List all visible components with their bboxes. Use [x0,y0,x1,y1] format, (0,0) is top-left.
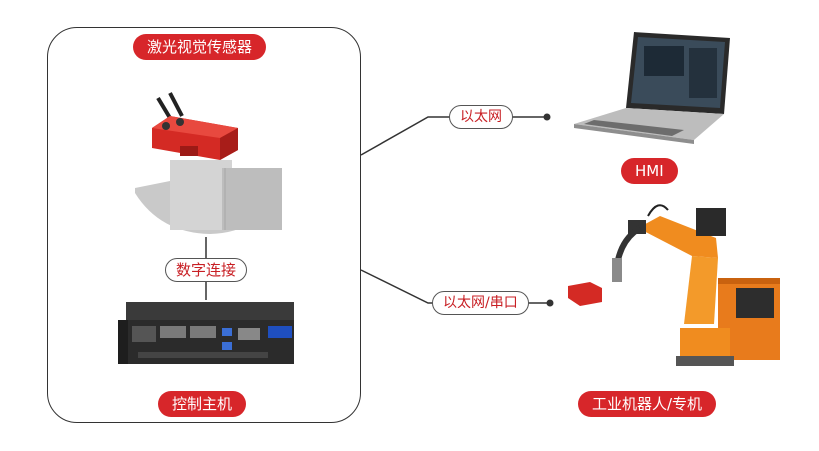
hmi-label: HMI [621,158,678,184]
digital-link-label: 数字连接 [165,258,248,282]
system-container [47,27,361,423]
robot-image [568,204,780,366]
robot-label: 工业机器人/专机 [578,391,717,417]
host-label: 控制主机 [158,391,247,417]
control-host-image [118,302,294,364]
robot-link-label: 以太网/串口 [432,291,529,315]
sensor-label: 激光视觉传感器 [133,34,267,60]
hmi-link-label: 以太网 [449,105,513,129]
laptop-image [574,32,730,144]
laser-sensor-image [135,92,282,234]
